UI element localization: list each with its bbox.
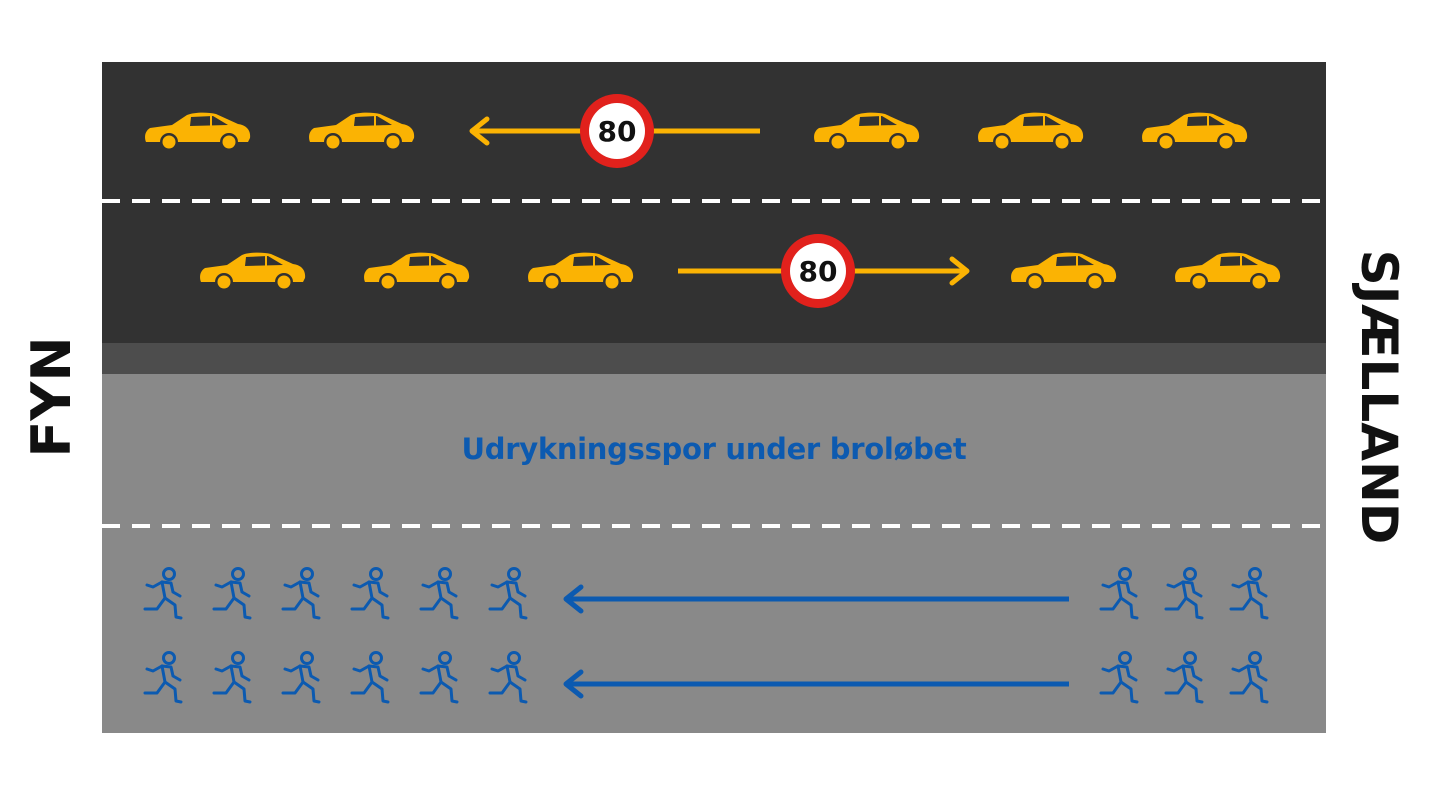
emergency-lane-caption: Udrykningsspor under broløbet (461, 432, 967, 466)
emergency-walkway (102, 374, 1326, 733)
walking-direction-arrow (563, 669, 1069, 699)
upper-traffic-lane: 80 (145, 94, 1248, 168)
road-shoulder (102, 343, 1326, 374)
lower-traffic-lane: 80 (200, 234, 1281, 308)
fyn-side-label: FYN (20, 336, 83, 458)
speed-limit-value: 80 (598, 115, 637, 148)
walking-direction-arrow (563, 584, 1069, 614)
walkway-row (143, 651, 1269, 704)
sjaelland-side-label: SJÆLLAND (1350, 249, 1408, 545)
speed-limit-value: 80 (799, 255, 838, 288)
speed-limit-sign: 80 (781, 234, 855, 308)
speed-limit-sign: 80 (580, 94, 654, 168)
walkway-row (143, 567, 1269, 620)
